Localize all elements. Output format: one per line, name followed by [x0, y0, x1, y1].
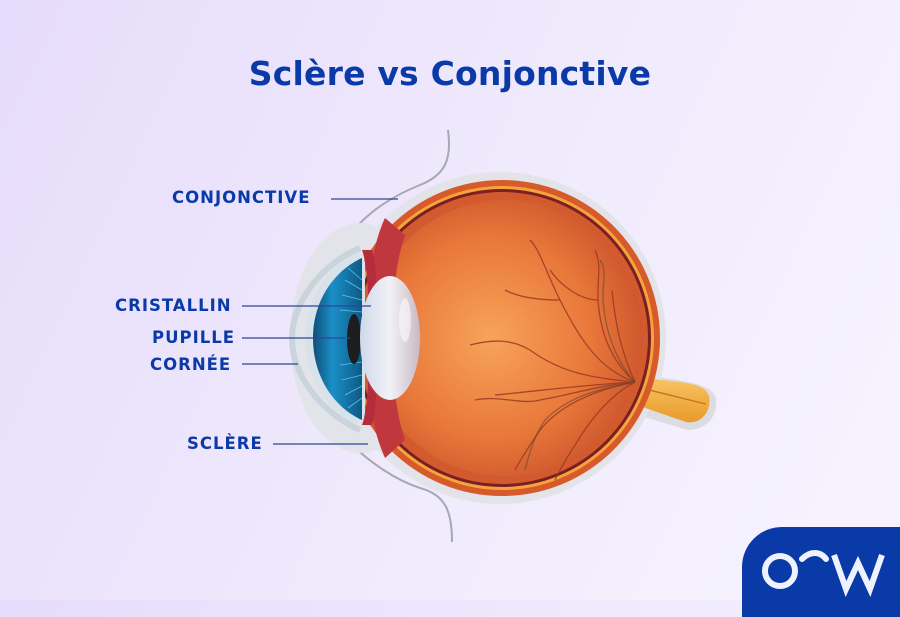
pupil: [347, 314, 361, 364]
vitreous-body: [367, 200, 643, 476]
label-cornee: CORNÉE: [150, 355, 232, 374]
label-cristallin: CRISTALLIN: [115, 296, 232, 315]
lens: [360, 276, 420, 400]
page-title: Sclère vs Conjonctive: [248, 54, 652, 93]
eye-anatomy-illustration: [242, 129, 717, 543]
iris: [313, 258, 362, 420]
logo-icon: [762, 550, 885, 597]
retinal-vessels: [469, 239, 636, 481]
label-pupille: PUPILLE: [152, 328, 236, 347]
label-conjonctive: CONJONCTIVE: [172, 188, 311, 207]
brand-logo: [742, 527, 900, 617]
conjunctiva-membrane: [351, 129, 450, 233]
leader-lines: [242, 198, 398, 445]
label-sclere: SCLÈRE: [187, 434, 263, 453]
